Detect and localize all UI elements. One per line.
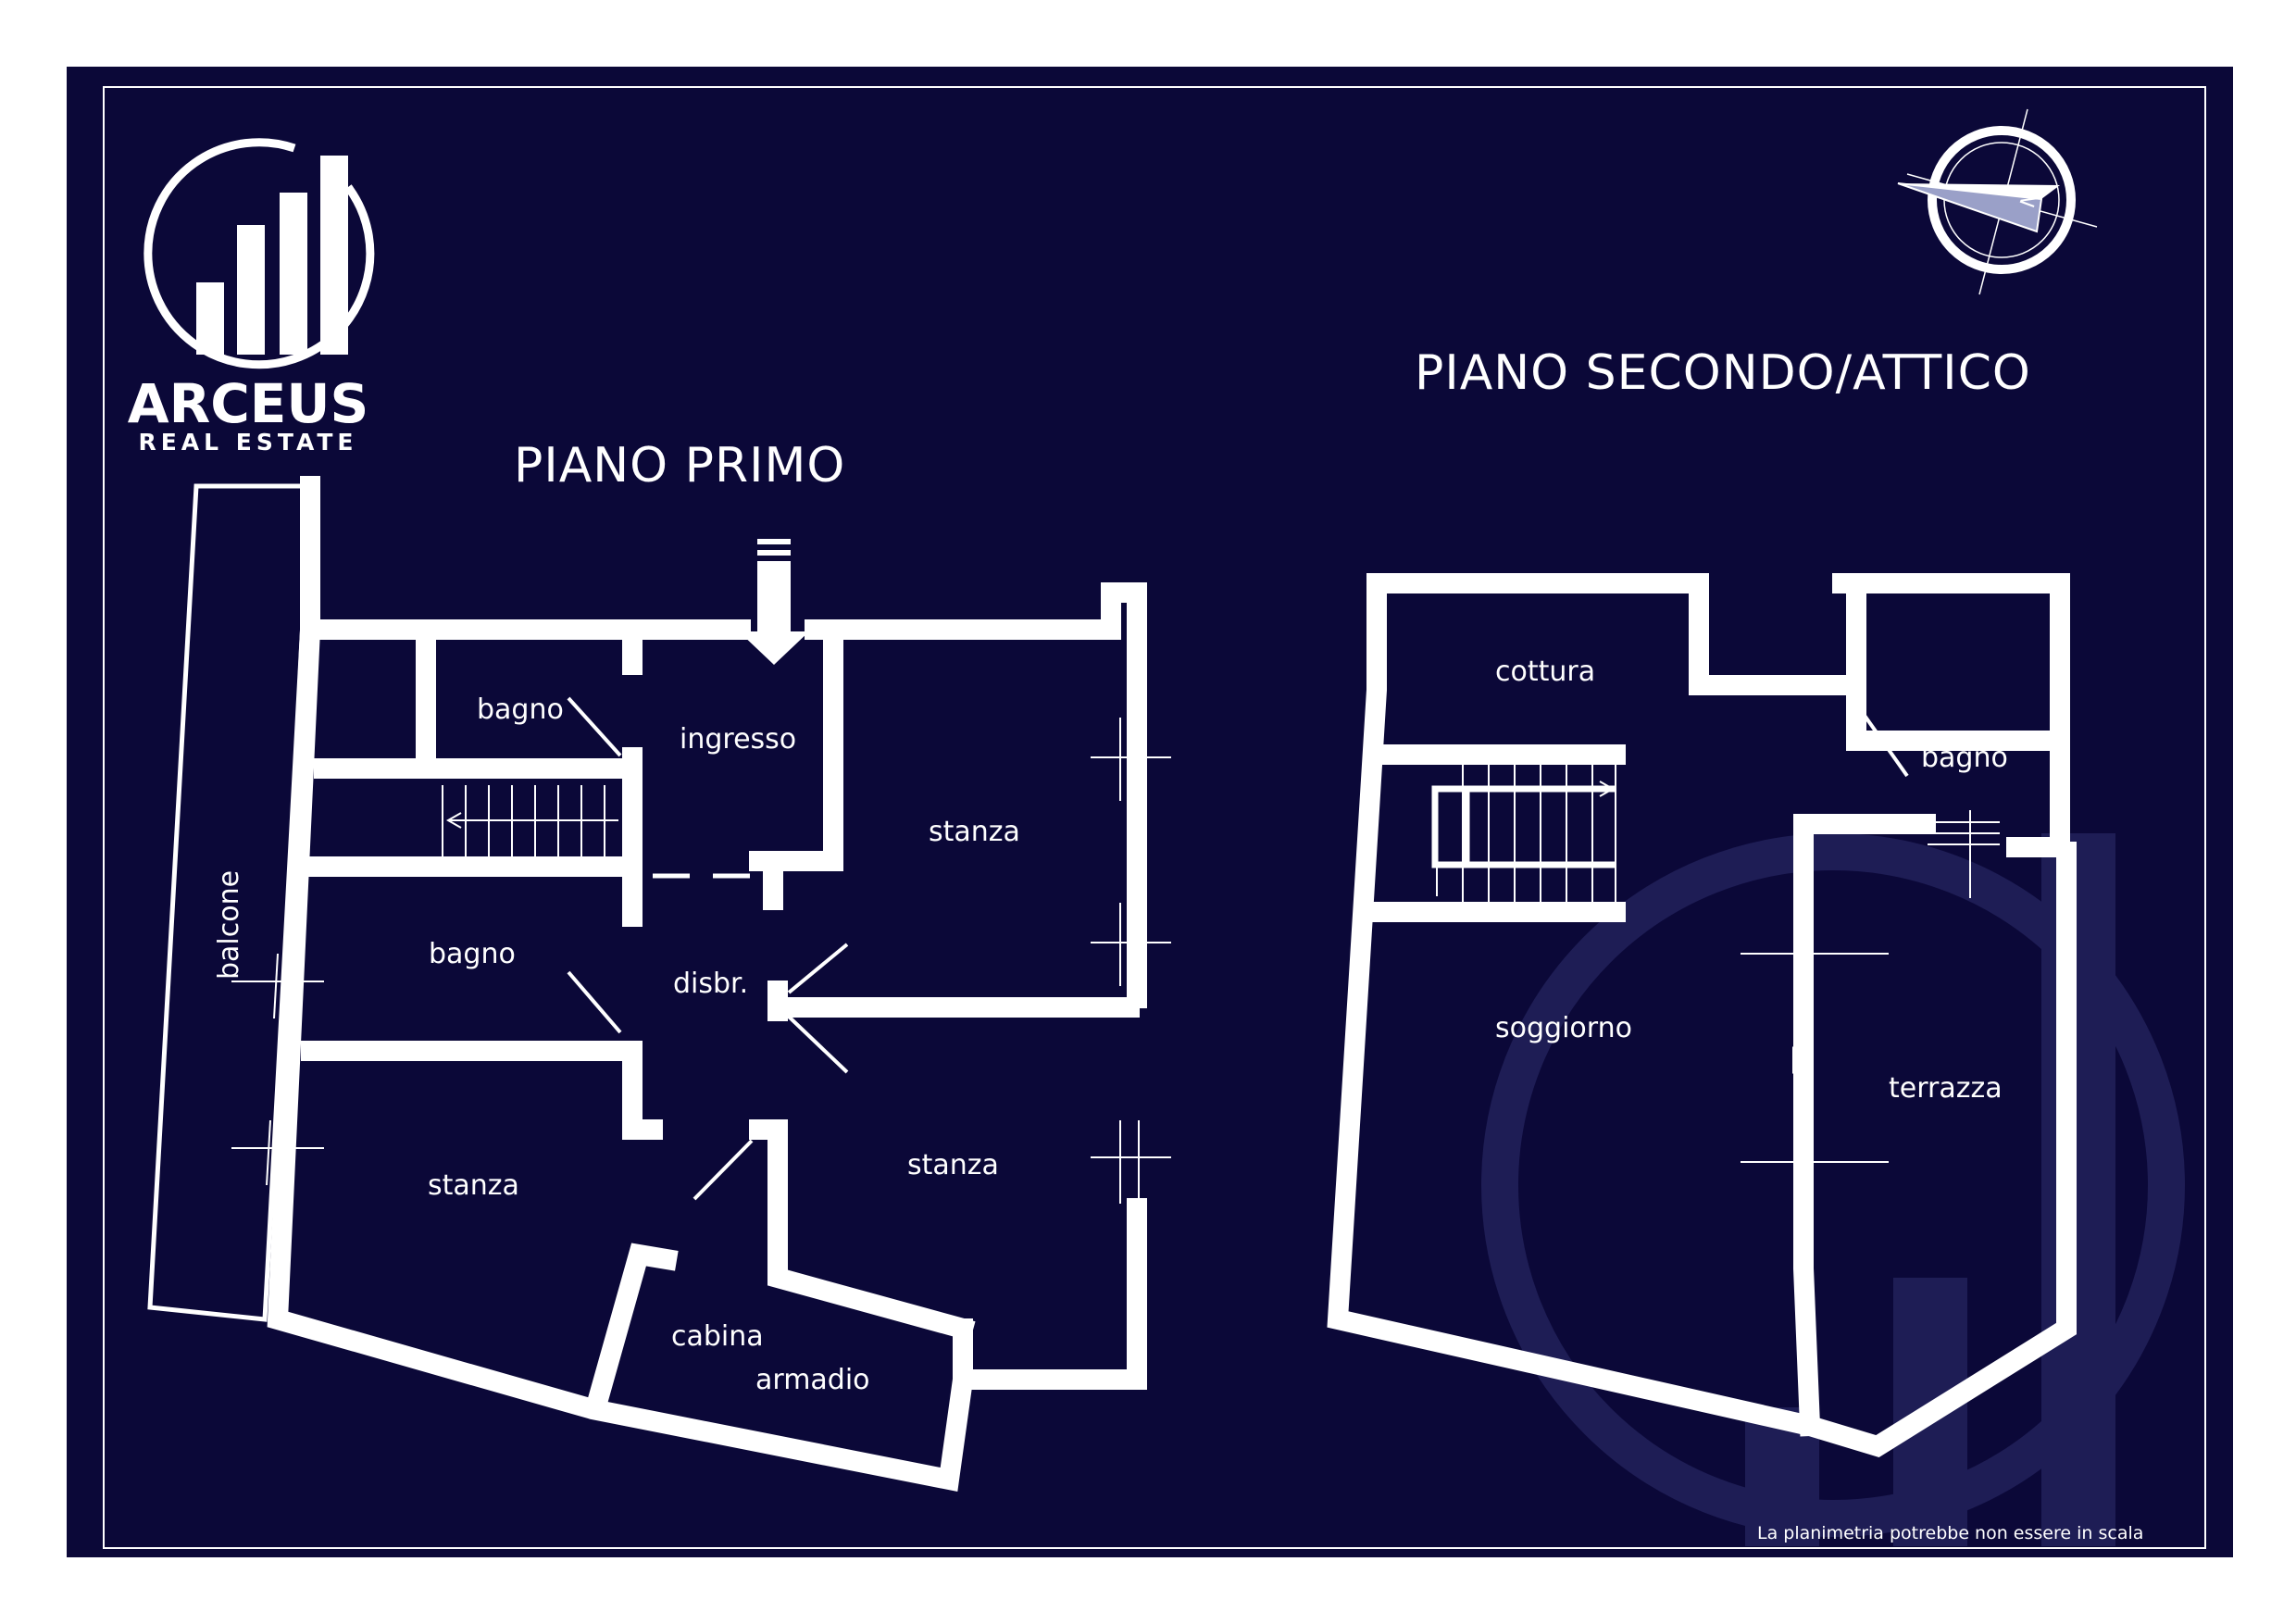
second-floor-plan [1327, 573, 2077, 1457]
compass-icon: N [1897, 108, 2098, 295]
room-label-balcone: balcone [213, 870, 245, 980]
room-label-ingresso: ingresso [680, 723, 796, 756]
room-label-soggiorno: soggiorno [1495, 1012, 1632, 1044]
first-floor-plan [147, 476, 1171, 1493]
room-label-cabina: cabina [671, 1320, 764, 1353]
room-label-stanza-right-bottom: stanza [907, 1149, 999, 1181]
brand-name: ARCEUS [128, 372, 369, 435]
arceus-logo [144, 138, 375, 369]
inner-frame [103, 86, 2206, 1549]
room-label-bagno: bagno [1921, 742, 2008, 774]
first-floor-stairs [442, 785, 630, 856]
second-floor-title: PIANO SECONDO/ATTICO [1415, 345, 2031, 401]
room-label-terrazza: terrazza [1889, 1072, 2003, 1105]
disclaimer-note: La planimetria potrebbe non essere in sc… [1757, 1523, 2143, 1543]
room-label-cottura: cottura [1495, 656, 1595, 688]
room-label-stanza-right-top: stanza [929, 816, 1020, 848]
plan-background [67, 67, 2233, 1557]
room-label-bagno-top: bagno [477, 693, 564, 726]
room-label-disbr: disbr. [673, 968, 748, 1000]
room-label-bagno-mid: bagno [429, 938, 516, 970]
room-label-stanza-left: stanza [428, 1169, 519, 1202]
balcony-outline [147, 483, 313, 1322]
entrance-arrow-icon [739, 539, 809, 665]
room-label-armadio: armadio [755, 1364, 870, 1396]
first-floor-title: PIANO PRIMO [514, 438, 845, 493]
brand-tagline: REAL ESTATE [138, 429, 357, 456]
second-floor-stairs [1431, 755, 1616, 912]
